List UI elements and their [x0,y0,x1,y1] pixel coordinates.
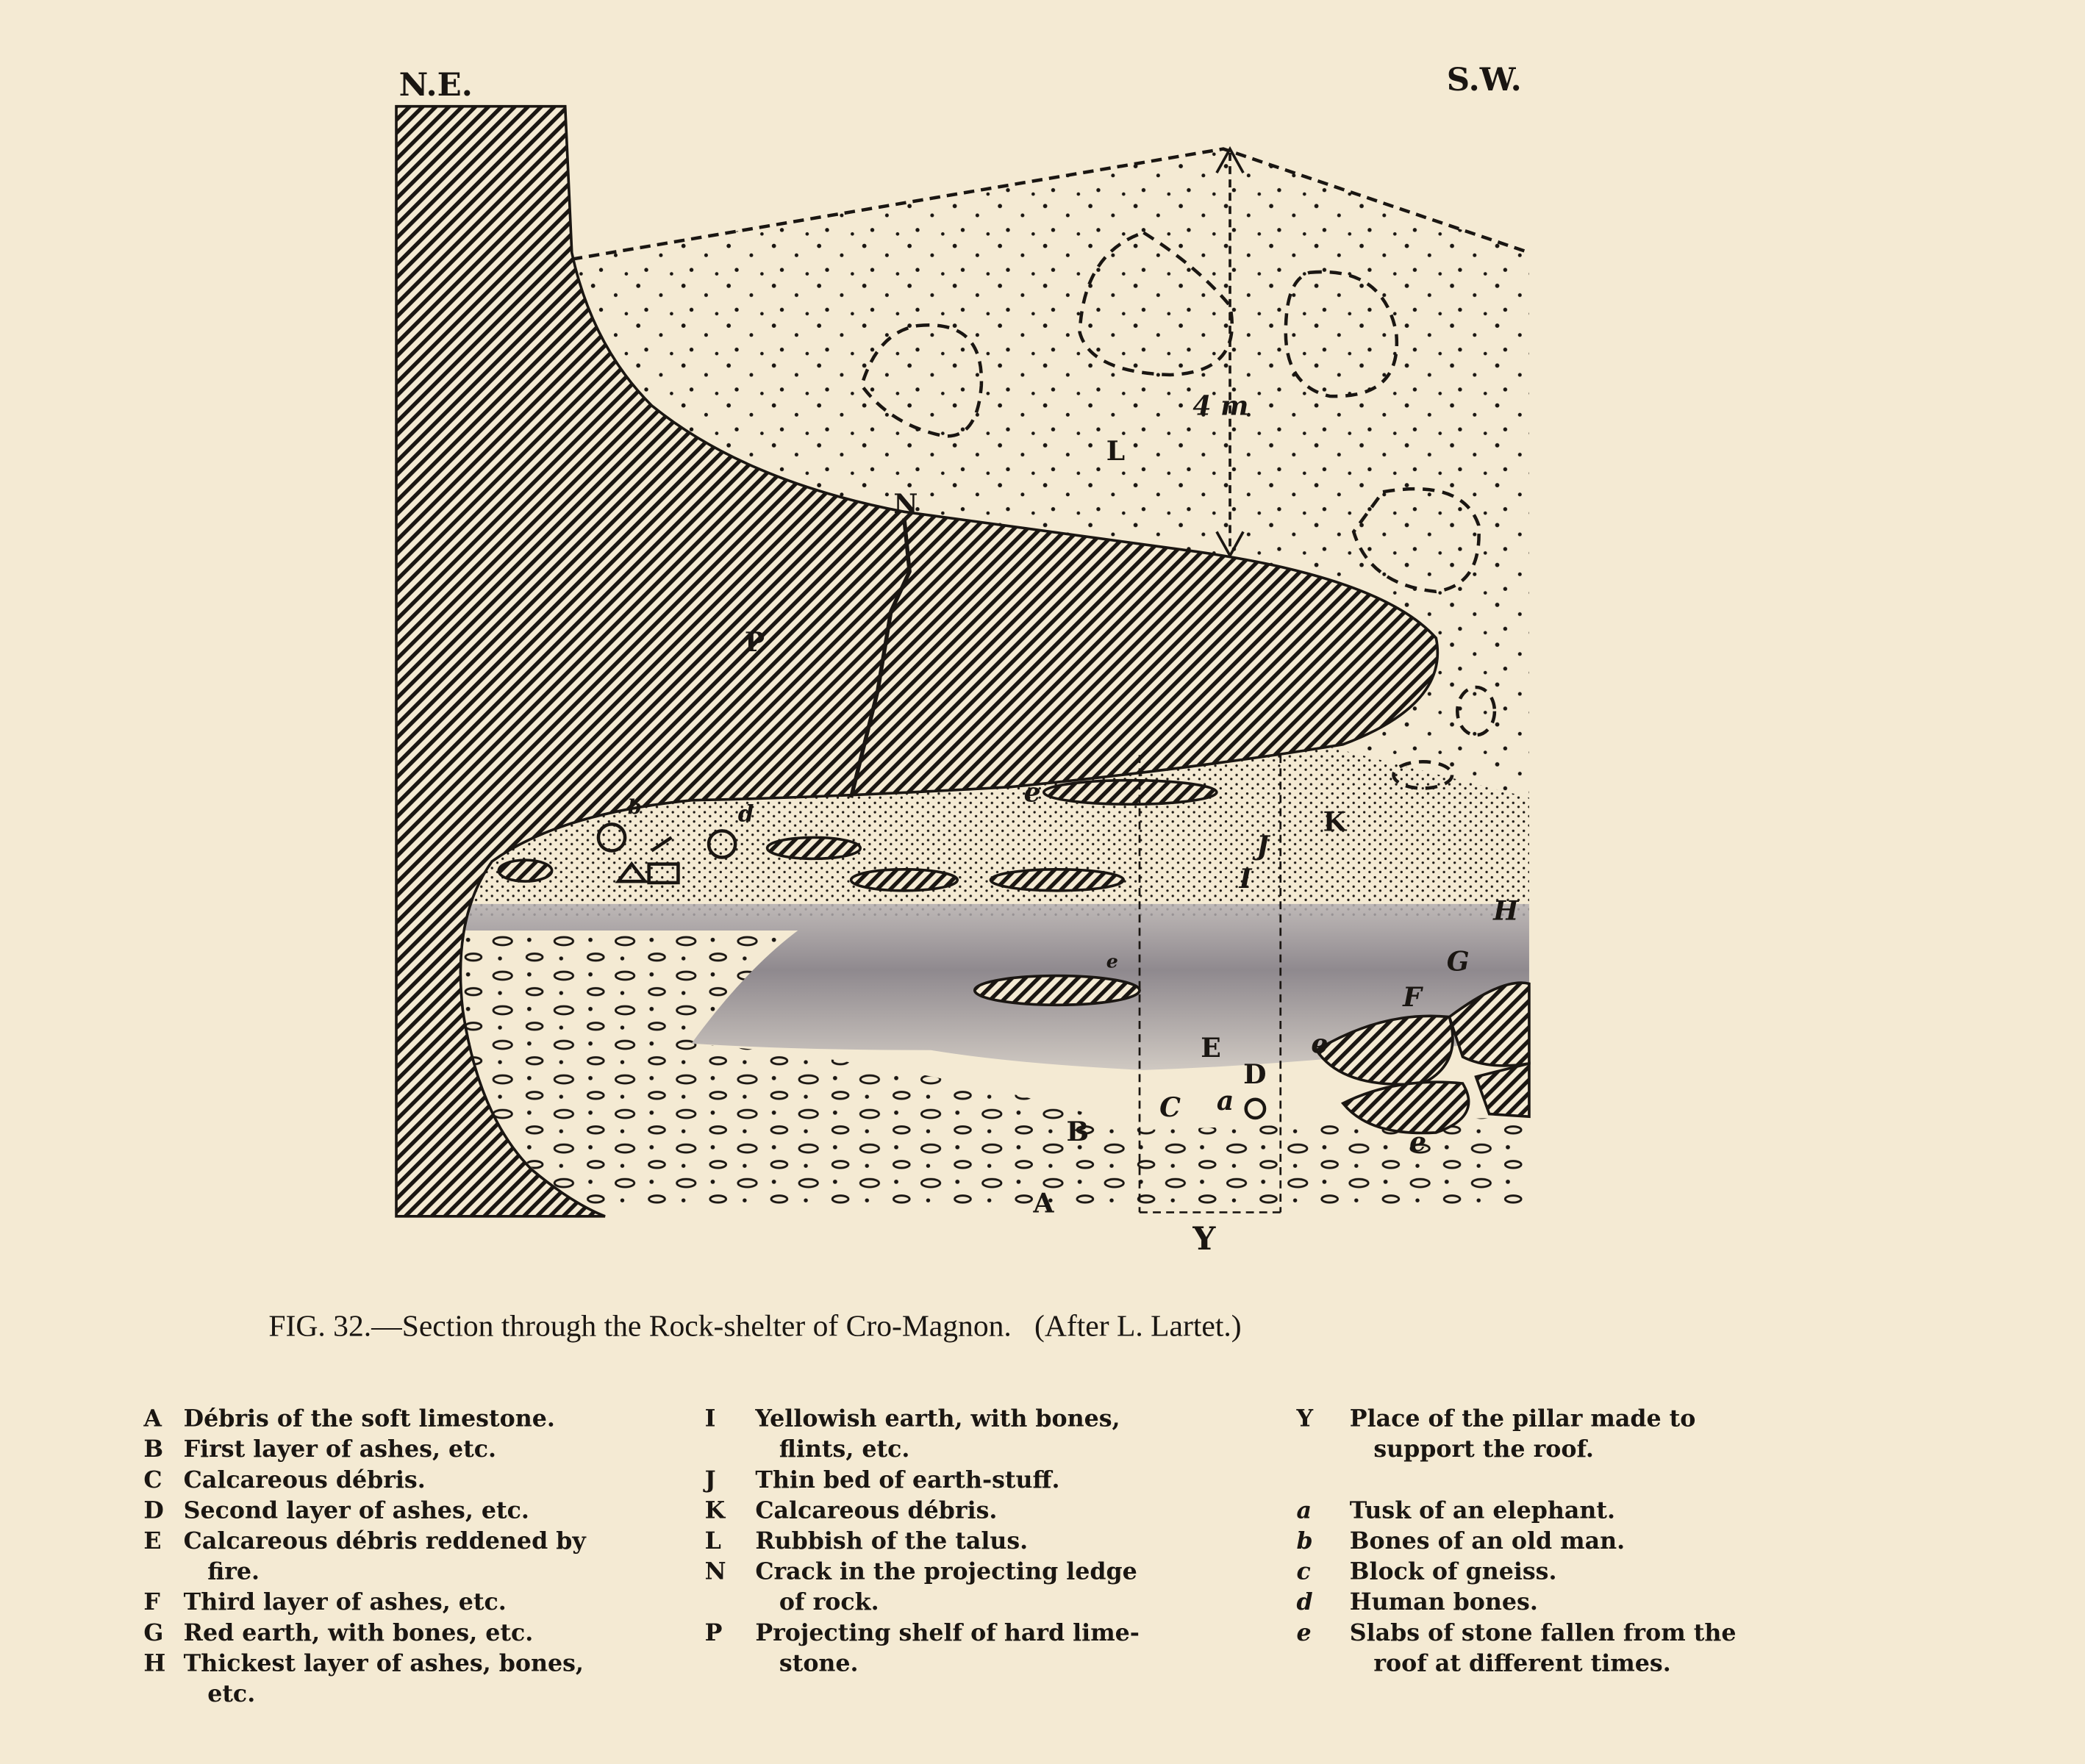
legend-key: H [143,1649,165,1677]
legend-text: roof at different times. [1373,1649,1670,1677]
orientation-sw: S.W. [1447,61,1522,98]
label-D: D [1243,1058,1266,1090]
label-K: K [1323,806,1348,837]
legend-key: G [143,1619,163,1646]
stone-slabs-e [497,778,1531,1135]
legend-text: support the roof. [1373,1435,1594,1463]
scale-arrow-4m [1215,146,1245,559]
label-b: b [628,796,642,819]
legend-text: Block of gneiss. [1350,1558,1557,1585]
legend-text: Second layer of ashes, etc. [184,1496,529,1524]
label-N: N [893,488,918,520]
label-e-3: e [1311,1028,1328,1059]
label-e-1: e [1024,777,1041,808]
legend-text: Calcareous débris reddened by [184,1527,587,1555]
label-P: P [745,626,765,658]
legend-key: c [1296,1558,1310,1585]
legend-text: Slabs of stone fallen from the [1350,1619,1737,1646]
legend-key: B [143,1435,163,1463]
legend-key: d [1296,1588,1312,1616]
label-F: F [1402,981,1423,1013]
legend-text: Thickest layer of ashes, bones, [184,1649,584,1677]
legend-text: flints, etc. [779,1435,910,1463]
label-E: E [1201,1032,1221,1064]
debris-A [459,931,1529,1213]
legend-text: fire. [207,1558,260,1585]
label-B: B [1067,1116,1090,1147]
label-C: C [1159,1091,1181,1123]
legend-key: Y [1295,1405,1313,1433]
legend-text: etc. [207,1680,255,1707]
legend-text: Tusk of an elephant. [1350,1496,1615,1524]
legend-text: Crack in the projecting ledge [755,1558,1137,1585]
legend-text: Projecting shelf of hard lime- [755,1619,1140,1646]
label-I: I [1239,863,1253,894]
label-a: a [1217,1085,1234,1116]
legend-text: Red earth, with bones, etc. [184,1619,534,1646]
label-G: G [1447,945,1470,977]
legend-key: L [705,1527,721,1555]
legend-text: Yellowish earth, with bones, [754,1405,1120,1433]
pillar-Y-outline [1138,755,1282,1213]
legend-key: J [703,1466,716,1494]
legend-text: Human bones. [1350,1588,1538,1616]
orientation-ne: N.E. [399,66,473,104]
crack-N [848,518,912,798]
legend-text: Calcareous débris. [755,1496,997,1524]
legend-key: N [705,1558,726,1585]
legend-text: Rubbish of the talus. [755,1527,1028,1555]
legend-key: P [705,1619,723,1646]
legend-key: E [143,1527,161,1555]
label-L: L [1106,435,1125,467]
legend-text: Bones of an old man. [1350,1527,1625,1555]
label-H: H [1492,895,1520,927]
rock-wall-and-shelf-P [395,104,1440,1218]
legend: A Débris of the soft limestone. B First lay… [143,1405,1736,1707]
legend-key: F [143,1588,160,1616]
legend-text: Débris of the soft limestone. [184,1405,555,1433]
scale-label: 4 m [1192,390,1248,421]
legend-text: Thin bed of earth-stuff. [755,1466,1059,1494]
legend-key: b [1296,1527,1312,1555]
legend-text: Place of the pillar made to [1350,1405,1696,1433]
legend-key: I [705,1405,716,1433]
bones-b-c-d [596,822,1267,1120]
label-A: A [1032,1187,1054,1219]
legend-text: Third layer of ashes, etc. [184,1588,507,1616]
legend-key: e [1296,1619,1311,1646]
label-d: d [738,801,754,828]
label-e-2: e [1106,950,1118,972]
deposit-K-I-J [459,747,1529,917]
label-e-4: e [1409,1126,1426,1158]
label-Y: Y [1192,1220,1216,1258]
figure-caption: FIG. 32.—Section through the Rock-shelte… [268,1309,1241,1344]
legend-key: K [705,1496,726,1524]
section-labels: L N P K J I H G F E D C a B A Y e e e e … [628,435,1520,1258]
legend-text: of rock. [779,1588,879,1616]
legend-text: stone. [779,1649,859,1677]
talus-outline [571,147,1530,261]
talus-region-L [571,148,1529,798]
legend-key: A [143,1405,162,1433]
legend-key: D [143,1496,163,1524]
legend-key: C [143,1466,162,1494]
legend-key: a [1296,1496,1312,1524]
legend-text: First layer of ashes, etc. [184,1435,496,1463]
legend-text: Calcareous débris. [184,1466,426,1494]
